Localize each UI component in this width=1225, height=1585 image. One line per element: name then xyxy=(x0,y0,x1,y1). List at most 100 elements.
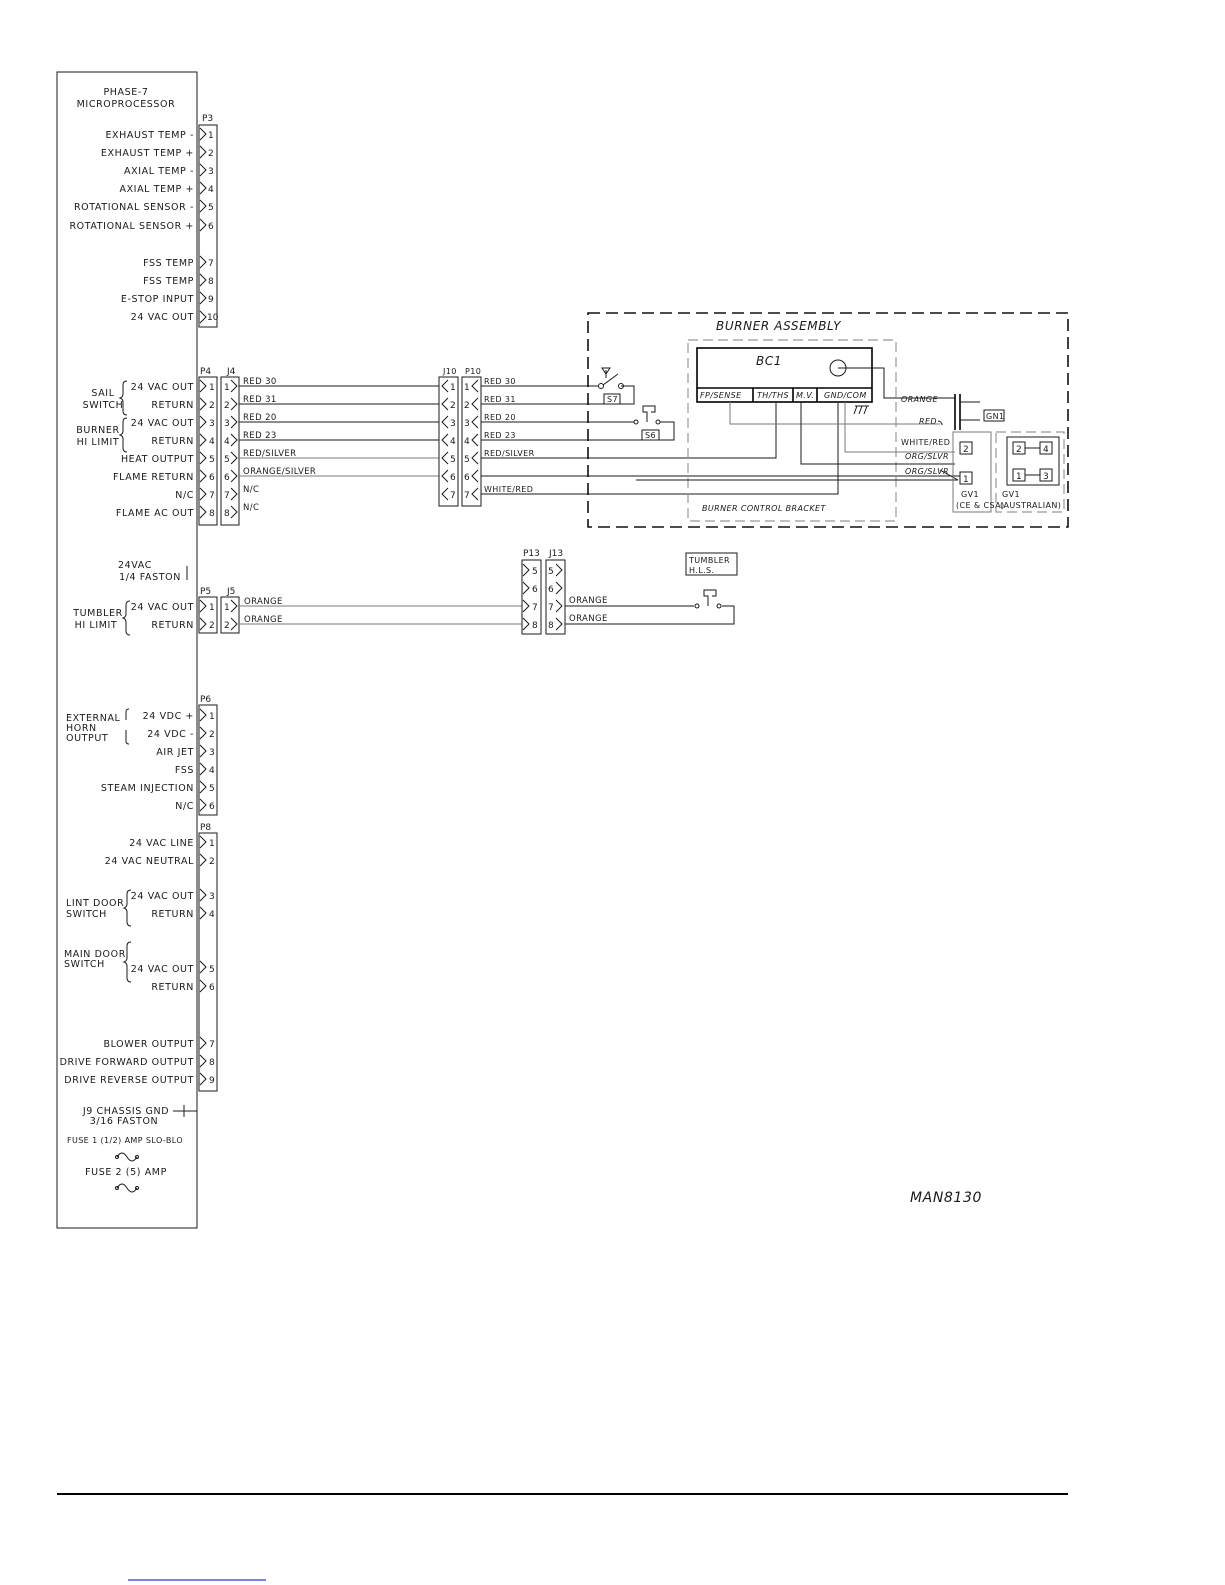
chassis-gnd-label-1: J9 CHASSIS GND xyxy=(82,1106,169,1117)
burner-bracket-label: BURNER CONTROL BRACKET xyxy=(702,504,826,513)
bc1-terminal-mv: M.V. xyxy=(796,391,814,400)
j10-pin-5: 5 xyxy=(450,455,456,465)
j13-wire-7: ORANGE xyxy=(569,596,608,606)
j4-pin-1: 1 xyxy=(224,383,230,393)
p13-pin-6: 6 xyxy=(532,585,538,595)
j10-pin-4: 4 xyxy=(450,437,456,447)
p6-label-3: AIR JET xyxy=(156,747,194,758)
burner-hilimit-label-2: HI LIMIT xyxy=(77,437,120,448)
gn1-label: GN1 xyxy=(986,412,1004,421)
s7-switch: S7 xyxy=(598,367,635,405)
p4-pin-5: 5 xyxy=(209,455,215,465)
fuse-2-label: FUSE 2 (5) AMP xyxy=(85,1167,167,1178)
p6-pin-4: 4 xyxy=(209,766,215,776)
p4-pin-4: 4 xyxy=(209,437,215,447)
p4-pin-3: 3 xyxy=(209,419,215,429)
p6-label-4: FSS xyxy=(175,765,194,776)
main-door-label-1: MAIN DOOR xyxy=(64,949,126,960)
board-title-line2: MICROPROCESSOR xyxy=(77,99,176,110)
gv1-au-label-1: GV1 xyxy=(1002,490,1020,499)
p3-pin-2: 2 xyxy=(208,149,214,159)
burner-hilimit-brace xyxy=(118,417,128,453)
horn-label-2: HORN xyxy=(66,723,97,734)
j13-connector xyxy=(545,559,566,635)
p5-pin-2: 2 xyxy=(209,621,215,631)
s6-switch: S6 xyxy=(600,405,675,441)
faston-label-1: 24VAC xyxy=(118,560,152,571)
p4-label-8: FLAME AC OUT xyxy=(116,508,194,519)
lint-door-brace xyxy=(122,889,132,927)
p8-label-2: 24 VAC NEUTRAL xyxy=(105,856,194,867)
p3-label-8: FSS TEMP xyxy=(143,276,194,287)
p10-wires: RED 30 RED 31 RED 20 RED 23 RED/SILVER W… xyxy=(481,377,960,495)
p8-pin-1: 1 xyxy=(209,839,215,849)
p10-pin-4: 4 xyxy=(464,437,470,447)
p3-label-4: AXIAL TEMP + xyxy=(119,184,194,195)
p10-pin-1: 1 xyxy=(464,383,470,393)
bc1-terminal-th-ths: TH/THS xyxy=(757,391,789,400)
p8-label-8: DRIVE FORWARD OUTPUT xyxy=(60,1057,194,1068)
p6-pin-5: 5 xyxy=(209,784,215,794)
j5-pin-1: 1 xyxy=(224,603,230,613)
p3-label-9: E-STOP INPUT xyxy=(121,294,194,305)
p4-label-1: 24 VAC OUT xyxy=(131,382,194,393)
j10-pin-1: 1 xyxy=(450,383,456,393)
j13-pin-5: 5 xyxy=(548,567,554,577)
fuse-1-label: FUSE 1 (1/2) AMP SLO-BLO xyxy=(67,1136,183,1145)
j4-wire-6: ORANGE/SILVER xyxy=(243,467,316,477)
p6-pin-1: 1 xyxy=(209,712,215,722)
p8-label-4: RETURN xyxy=(151,909,194,920)
p3-connector xyxy=(198,124,218,328)
p8-pin-6: 6 xyxy=(209,983,215,993)
horn-brace xyxy=(125,708,130,745)
p3-label-5: ROTATIONAL SENSOR - xyxy=(74,202,194,213)
p8-label-6: RETURN xyxy=(151,982,194,993)
j4-wire-1: RED 30 xyxy=(243,377,277,387)
p3-header: P3 xyxy=(202,114,213,124)
p4-pin-1: 1 xyxy=(209,383,215,393)
p6-pin-6: 6 xyxy=(209,802,215,812)
j5-wire-1: ORANGE xyxy=(244,597,283,607)
j10-header: J10 xyxy=(442,367,457,376)
j10-pin-6: 6 xyxy=(450,473,456,483)
bc1-terminal-gnd-com: GND/COM xyxy=(824,391,867,400)
j4-pin-2: 2 xyxy=(224,401,230,411)
p3-pins: EXHAUST TEMP - EXHAUST TEMP + AXIAL TEMP… xyxy=(69,127,219,324)
p8-header: P8 xyxy=(200,823,211,833)
tumbler-hls-label-1: TUMBLER xyxy=(688,556,730,565)
p8-label-1: 24 VAC LINE xyxy=(129,838,194,849)
fuse-1-icon xyxy=(116,1152,138,1162)
gv1-ce-label-1: GV1 xyxy=(961,490,979,499)
tumbler-hilimit-brace xyxy=(121,600,131,636)
p4-connector xyxy=(198,376,218,526)
j5-connector xyxy=(220,596,240,634)
j13-pin-8: 8 xyxy=(548,621,554,631)
p3-label-10: 24 VAC OUT xyxy=(131,312,194,323)
document-id: MAN8130 xyxy=(910,1190,982,1206)
j13-pin-7: 7 xyxy=(548,603,554,613)
tumbler-hilimit-label-2: HI LIMIT xyxy=(75,620,118,631)
p10-wire-5: RED/SILVER xyxy=(484,449,535,458)
p13-pin-8: 8 xyxy=(532,621,538,631)
p8-pin-8: 8 xyxy=(209,1058,215,1068)
gv1-ce-csa-box xyxy=(952,431,992,513)
j5-pin-2: 2 xyxy=(224,621,230,631)
j4-pin-4: 4 xyxy=(224,437,230,447)
main-door-label-2: SWITCH xyxy=(64,959,105,970)
tumbler-hls-switch: TUMBLER H.L.S. xyxy=(685,552,738,609)
gv1-au-label-2: (AUSTRALIAN) xyxy=(1000,501,1061,510)
p8-label-3: 24 VAC OUT xyxy=(131,891,194,902)
p8-pin-7: 7 xyxy=(209,1040,215,1050)
s6-label: S6 xyxy=(645,431,656,440)
j4-pin-8: 8 xyxy=(224,509,230,519)
p8-pin-5: 5 xyxy=(209,965,215,975)
p3-pin-8: 8 xyxy=(208,277,214,287)
p8-pin-2: 2 xyxy=(209,857,215,867)
p4-label-7: N/C xyxy=(175,490,194,501)
gv1-ce-terminal-2: 2 xyxy=(963,445,969,455)
burner-wire-org-slvr-1: ORG/SLVR xyxy=(905,452,949,461)
microprocessor-board xyxy=(56,71,198,1229)
p3-pin-3: 3 xyxy=(208,167,214,177)
p4-label-4: RETURN xyxy=(151,436,194,447)
p13-pin-7: 7 xyxy=(532,603,538,613)
